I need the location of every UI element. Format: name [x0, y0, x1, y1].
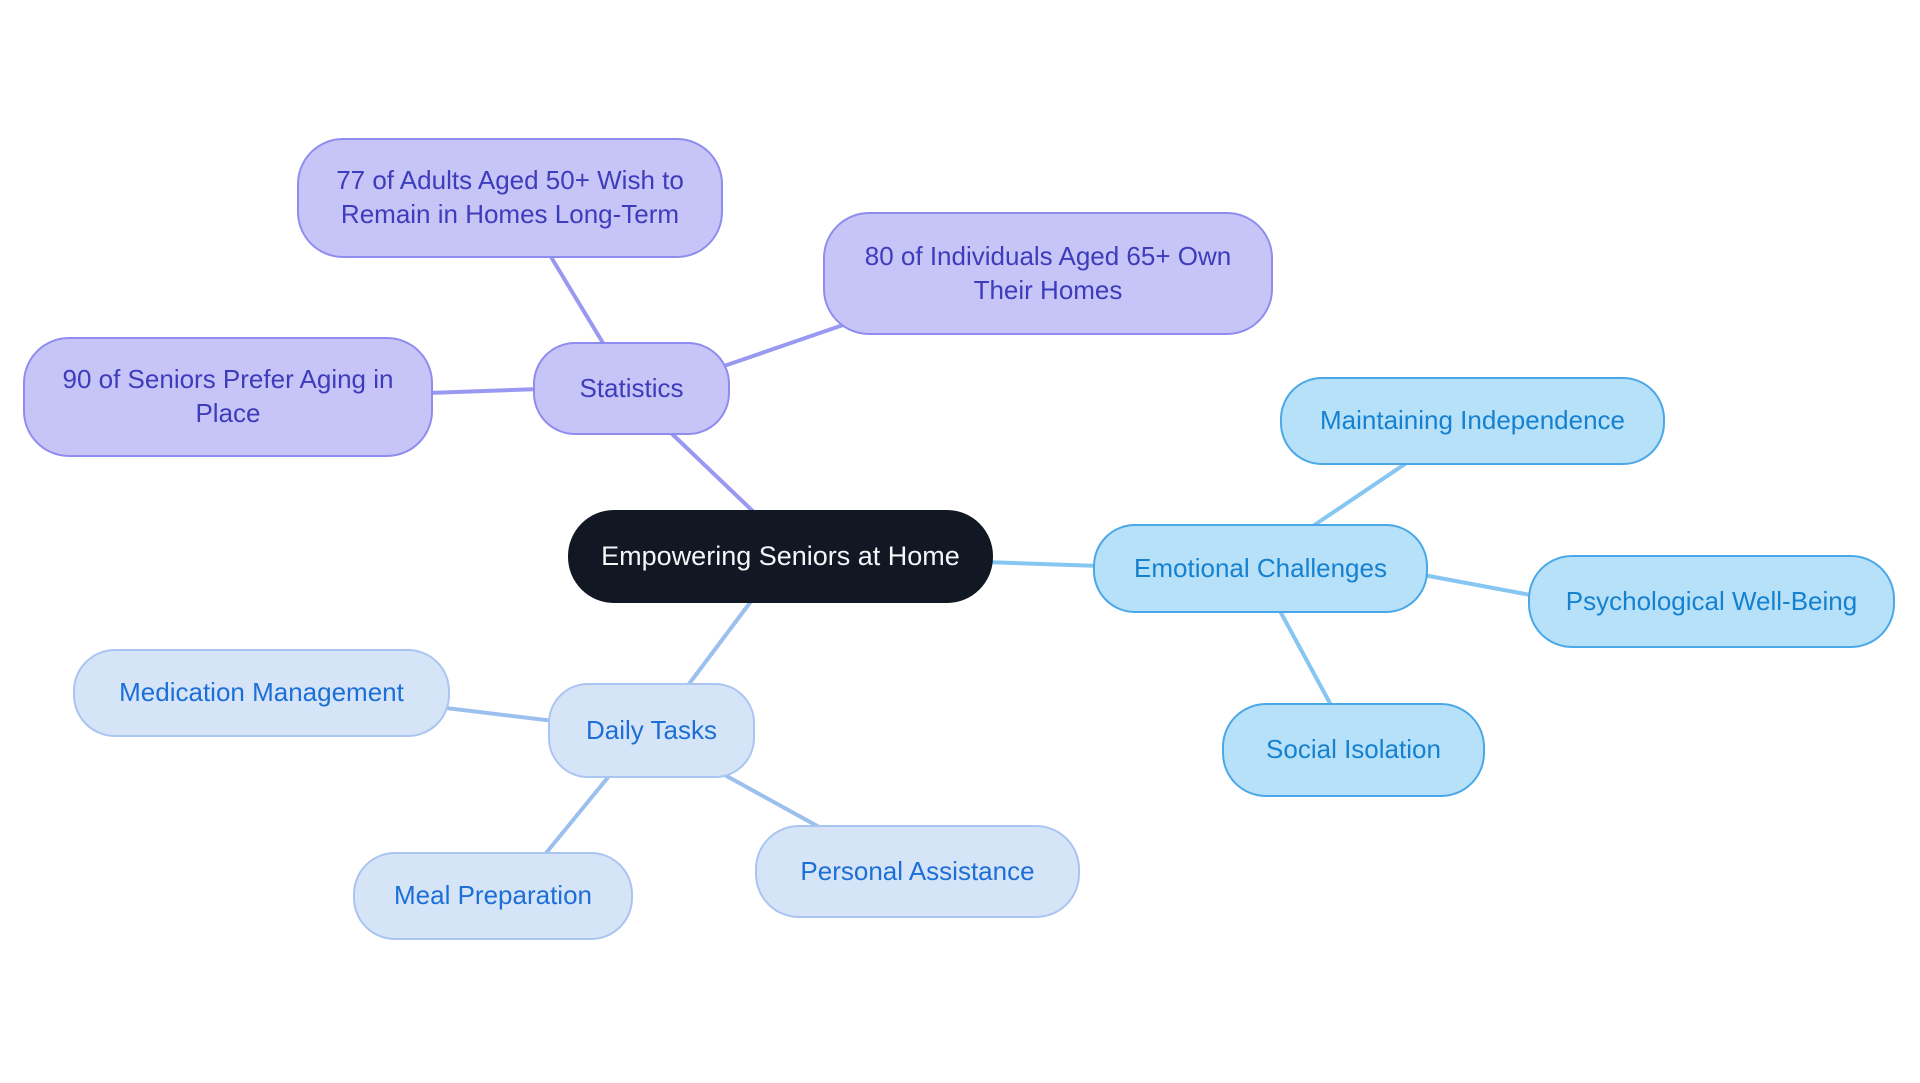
- node-stat-aging-in-place[interactable]: 90 of Seniors Prefer Aging in Place: [23, 337, 433, 457]
- node-stat-wish-to-remain[interactable]: 77 of Adults Aged 50+ Wish to Remain in …: [297, 138, 723, 258]
- node-statistics[interactable]: Statistics: [533, 342, 730, 435]
- edge-root-emotional: [983, 560, 1102, 568]
- node-medication-management[interactable]: Medication Management: [73, 649, 450, 737]
- node-stat-own-homes[interactable]: 80 of Individuals Aged 65+ Own Their Hom…: [823, 212, 1273, 335]
- node-emotional-challenges-label: Emotional Challenges: [1134, 552, 1387, 583]
- node-stat-own-homes-label: 80 of Individuals Aged 65+ Own Their Hom…: [864, 240, 1232, 305]
- node-maintaining-independence-label: Maintaining Independence: [1319, 405, 1626, 436]
- node-psychological-well-being-label: Psychological Well-Being: [1565, 585, 1858, 616]
- node-social-isolation-label: Social Isolation: [1266, 734, 1441, 765]
- edge-statistics-wish-to-remain: [546, 250, 608, 350]
- node-personal-assistance-label: Personal Assistance: [800, 855, 1035, 886]
- edge-statistics-own-homes: [722, 322, 848, 368]
- node-stat-wish-to-remain-label: 77 of Adults Aged 50+ Wish to Remain in …: [336, 165, 684, 229]
- edge-daily-personal: [710, 766, 832, 835]
- node-stat-aging-in-place-label: 90 of Seniors Prefer Aging in Place: [62, 364, 394, 428]
- node-personal-assistance[interactable]: Personal Assistance: [755, 825, 1080, 918]
- node-social-isolation[interactable]: Social Isolation: [1222, 703, 1485, 797]
- node-emotional-challenges[interactable]: Emotional Challenges: [1093, 524, 1428, 613]
- edge-daily-meal: [540, 768, 616, 860]
- node-psychological-well-being[interactable]: Psychological Well-Being: [1528, 555, 1895, 648]
- node-medication-management-label: Medication Management: [119, 677, 404, 708]
- edge-emotional-wellbeing: [1416, 572, 1538, 598]
- edge-emotional-isolation: [1278, 609, 1334, 709]
- node-statistics-label: Statistics: [579, 372, 684, 403]
- node-root-label: Empowering Seniors at Home: [601, 540, 960, 571]
- node-maintaining-independence[interactable]: Maintaining Independence: [1280, 377, 1665, 465]
- edge-root-statistics: [666, 428, 762, 520]
- node-root[interactable]: Empowering Seniors at Home: [568, 510, 993, 603]
- node-daily-tasks-label: Daily Tasks: [585, 714, 717, 745]
- node-daily-tasks[interactable]: Daily Tasks: [548, 683, 755, 778]
- node-meal-preparation-label: Meal Preparation: [394, 880, 592, 911]
- edge-root-daily-tasks: [684, 598, 754, 690]
- edge-daily-medication: [444, 706, 556, 723]
- node-meal-preparation[interactable]: Meal Preparation: [353, 852, 633, 940]
- edge-emotional-independence: [1308, 462, 1407, 530]
- edge-statistics-aging-in-place: [426, 387, 542, 395]
